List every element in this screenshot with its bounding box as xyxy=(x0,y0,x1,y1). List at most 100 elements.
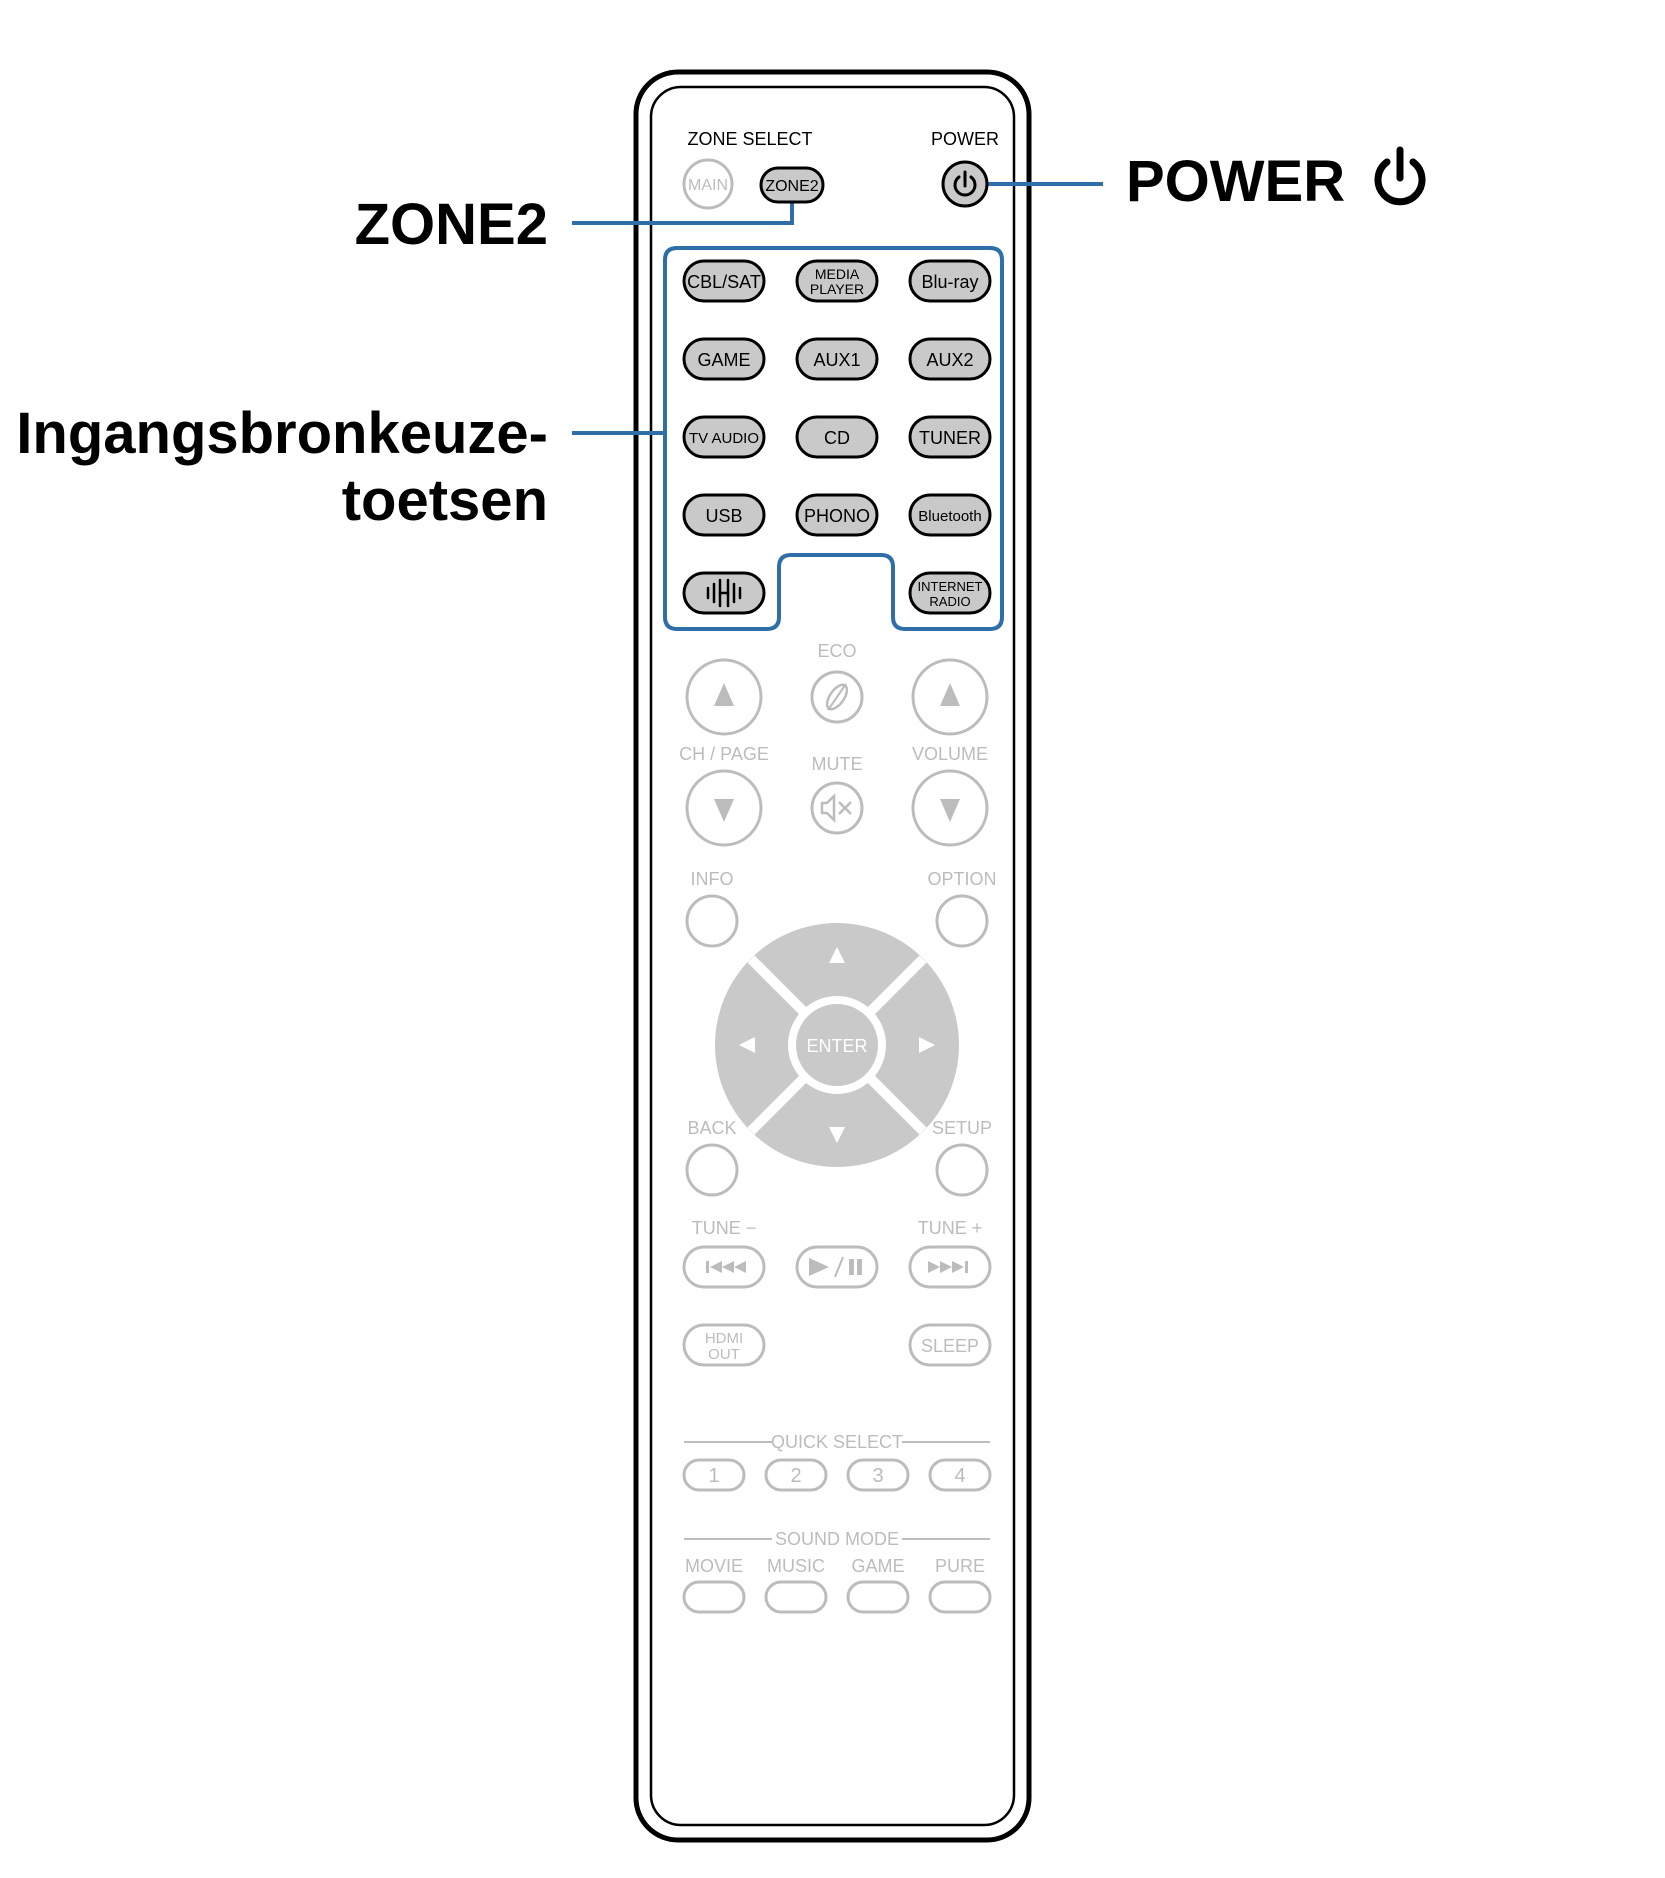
leaf-icon xyxy=(825,683,849,711)
internet-radio-label-2: RADIO xyxy=(929,594,970,609)
triangle-down-icon xyxy=(714,799,734,822)
bluray-button[interactable]: Blu-ray xyxy=(908,259,992,303)
quick-select-2-button[interactable]: 2 xyxy=(764,1458,828,1492)
play-pause-button[interactable] xyxy=(795,1245,879,1289)
bluray-label: Blu-ray xyxy=(921,272,978,292)
quick-select-3-button[interactable]: 3 xyxy=(846,1458,910,1492)
zone2-callout: ZONE2 xyxy=(355,192,548,257)
power-label: POWER xyxy=(931,129,999,149)
quick-select-4-button[interactable]: 4 xyxy=(928,1458,992,1492)
usb-button[interactable]: USB xyxy=(682,493,766,537)
hdmi-out-button[interactable]: HDMI OUT xyxy=(682,1323,766,1367)
zone2-button[interactable]: ZONE2 xyxy=(759,166,825,204)
enter-label: ENTER xyxy=(806,1036,867,1056)
sound-mode-movie-button[interactable] xyxy=(682,1580,746,1614)
tv-audio-button[interactable]: TV AUDIO xyxy=(682,415,766,459)
arrow-right-icon xyxy=(919,1037,935,1053)
option-label: OPTION xyxy=(927,869,996,889)
bluetooth-label: Bluetooth xyxy=(918,508,981,525)
game-button[interactable]: GAME xyxy=(682,337,766,381)
media-player-label-2: PLAYER xyxy=(810,281,864,297)
tune-minus-label: TUNE − xyxy=(692,1218,757,1238)
back-label: BACK xyxy=(687,1118,736,1138)
ch-page-label: CH / PAGE xyxy=(679,744,769,764)
skip-forward-icon xyxy=(928,1261,968,1273)
eco-label: ECO xyxy=(817,641,856,661)
usb-label: USB xyxy=(705,506,742,526)
hdmi-out-label-2: OUT xyxy=(708,1346,740,1363)
sound-mode-music-button[interactable] xyxy=(764,1580,828,1614)
quick-select-label: QUICK SELECT xyxy=(771,1432,903,1452)
tv-audio-label: TV AUDIO xyxy=(689,430,759,447)
tuner-label: TUNER xyxy=(919,428,981,448)
main-button[interactable]: MAIN xyxy=(682,158,734,210)
tuner-button[interactable]: TUNER xyxy=(908,415,992,459)
phono-label: PHONO xyxy=(804,506,870,526)
cd-label: CD xyxy=(824,428,850,448)
sound-mode-music-label: MUSIC xyxy=(767,1556,825,1576)
eco-button[interactable] xyxy=(810,670,864,724)
tune-plus-button[interactable] xyxy=(908,1245,992,1289)
input-buttons-callout-line1: Ingangsbronkeuze- xyxy=(16,401,548,466)
volume-up-button[interactable] xyxy=(911,658,989,736)
ch-page-down-button[interactable] xyxy=(685,769,763,847)
direction-pad[interactable]: ENTER xyxy=(715,923,959,1167)
sleep-label: SLEEP xyxy=(921,1336,979,1356)
option-button[interactable] xyxy=(935,894,989,948)
ch-page-up-button[interactable] xyxy=(685,658,763,736)
zone2-callout-line xyxy=(572,198,794,225)
triangle-up-icon xyxy=(940,683,960,706)
arrow-left-icon xyxy=(739,1037,755,1053)
info-button[interactable] xyxy=(685,894,739,948)
media-player-button[interactable]: MEDIA PLAYER xyxy=(795,259,879,303)
power-callout-icon xyxy=(1374,146,1426,206)
sound-mode-game-button[interactable] xyxy=(846,1580,910,1614)
back-button[interactable] xyxy=(685,1143,739,1197)
info-label: INFO xyxy=(691,869,734,889)
tune-plus-label: TUNE + xyxy=(918,1218,983,1238)
volume-down-button[interactable] xyxy=(911,769,989,847)
power-icon xyxy=(953,170,977,197)
mute-label: MUTE xyxy=(812,754,863,774)
triangle-down-icon xyxy=(940,799,960,822)
speaker-mute-icon xyxy=(820,792,852,824)
zone-select-label: ZONE SELECT xyxy=(687,129,812,149)
quick-select-1-button[interactable]: 1 xyxy=(682,1458,746,1492)
cbl-sat-label: CBL/SAT xyxy=(687,272,761,292)
quick-select-1-label: 1 xyxy=(708,1465,719,1487)
input-buttons-callout-line2: toetsen xyxy=(342,468,548,533)
quick-select-2-label: 2 xyxy=(790,1465,801,1487)
heos-icon xyxy=(706,578,742,608)
setup-label: SETUP xyxy=(932,1118,992,1138)
quick-select-3-label: 3 xyxy=(872,1465,883,1487)
power-button[interactable] xyxy=(941,160,989,208)
aux2-label: AUX2 xyxy=(926,350,973,370)
internet-radio-button[interactable]: INTERNET RADIO xyxy=(908,571,992,615)
sound-mode-pure-label: PURE xyxy=(935,1556,985,1576)
sound-mode-pure-button[interactable] xyxy=(928,1580,992,1614)
game-label: GAME xyxy=(697,350,750,370)
sound-mode-movie-label: MOVIE xyxy=(685,1556,743,1576)
arrow-up-icon xyxy=(829,947,845,963)
aux1-button[interactable]: AUX1 xyxy=(795,337,879,381)
internet-radio-label-1: INTERNET xyxy=(918,579,983,594)
arrow-down-icon xyxy=(829,1127,845,1143)
cd-button[interactable]: CD xyxy=(795,415,879,459)
tune-minus-button[interactable] xyxy=(682,1245,766,1289)
skip-back-icon xyxy=(706,1261,746,1273)
zone2-button-label: ZONE2 xyxy=(765,178,818,195)
heos-button[interactable] xyxy=(682,571,766,615)
quick-select-4-label: 4 xyxy=(954,1465,965,1487)
bluetooth-button[interactable]: Bluetooth xyxy=(908,493,992,537)
mute-button[interactable] xyxy=(810,781,864,835)
setup-button[interactable] xyxy=(935,1143,989,1197)
cbl-sat-button[interactable]: CBL/SAT xyxy=(682,259,766,303)
sleep-button[interactable]: SLEEP xyxy=(908,1323,992,1367)
triangle-up-icon xyxy=(714,683,734,706)
phono-button[interactable]: PHONO xyxy=(795,493,879,537)
aux2-button[interactable]: AUX2 xyxy=(908,337,992,381)
power-callout: POWER xyxy=(1126,149,1345,214)
input-buttons-highlight xyxy=(663,246,1004,631)
sound-mode-game-label: GAME xyxy=(851,1556,904,1576)
